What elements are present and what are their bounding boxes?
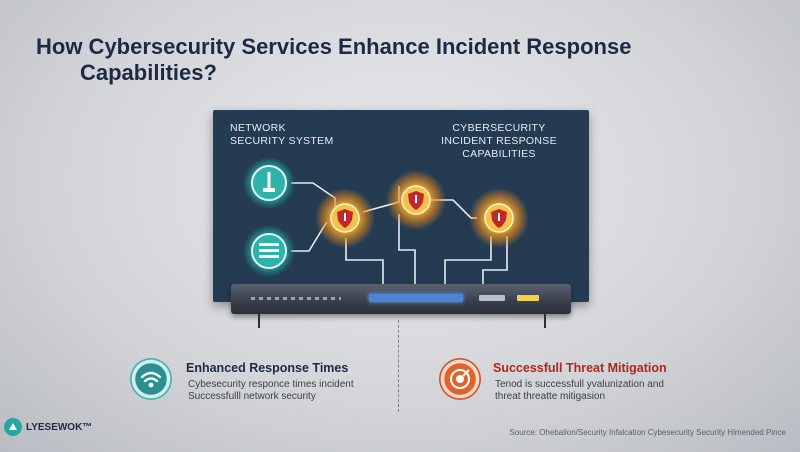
feature-desc-line: Successfulll network security — [188, 391, 316, 402]
feature-description: Tenod is successfull yvalunization and t… — [495, 379, 664, 403]
panel-right-label-line: CYBERSECURITY — [452, 122, 546, 134]
panel-left-label-line: NETWORK — [230, 122, 286, 134]
incident-response-label: CYBERSECURITY INCIDENT RESPONSE CAPABILI… — [419, 122, 579, 161]
feature-desc-line: Cybesecurity responce times incident — [188, 379, 354, 390]
network-appliance — [231, 284, 571, 314]
appliance-vents — [251, 297, 341, 300]
logo-mark-icon — [4, 418, 22, 436]
tool-icon — [243, 157, 295, 209]
panel-right-label-line: CAPABILITIES — [462, 148, 536, 160]
server-stack-icon — [243, 225, 295, 277]
wifi-icon — [130, 358, 172, 400]
title-line-2: Capabilities? — [80, 60, 217, 85]
shield-alert-icon — [469, 188, 529, 248]
feature-heading: Successfull Threat Mitigation — [493, 361, 667, 375]
page-title: How Cybersecurity Services Enhance Incid… — [36, 34, 756, 86]
shield-alert-icon — [315, 188, 375, 248]
source-caption: Source: Ohebalion/Security Infalcation C… — [509, 428, 786, 437]
feature-desc-line: threat threatte mitigasion — [495, 391, 606, 402]
panel-left-label-line: SECURITY SYSTEM — [230, 135, 334, 147]
logo-text: LYESEWOK™ — [26, 422, 93, 433]
network-diagram-panel: NETWORK SECURITY SYSTEM CYBERSECURITY IN… — [213, 110, 589, 302]
feature-desc-line: Tenod is successfull yvalunization and — [495, 379, 664, 390]
appliance-leg — [258, 314, 260, 328]
target-icon — [439, 358, 481, 400]
feature-heading: Enhanced Response Times — [186, 361, 349, 375]
network-security-label: NETWORK SECURITY SYSTEM — [230, 122, 334, 148]
section-divider — [398, 320, 399, 412]
shield-alert-icon — [386, 170, 446, 230]
appliance-display — [369, 294, 463, 302]
appliance-indicator — [479, 295, 505, 301]
panel-right-label-line: INCIDENT RESPONSE — [441, 135, 557, 147]
feature-description: Cybesecurity responce times incident Suc… — [188, 379, 354, 403]
title-line-1: How Cybersecurity Services Enhance Incid… — [36, 34, 632, 59]
appliance-indicator — [517, 295, 539, 301]
appliance-leg — [544, 314, 546, 328]
network-diagram — [243, 157, 529, 292]
